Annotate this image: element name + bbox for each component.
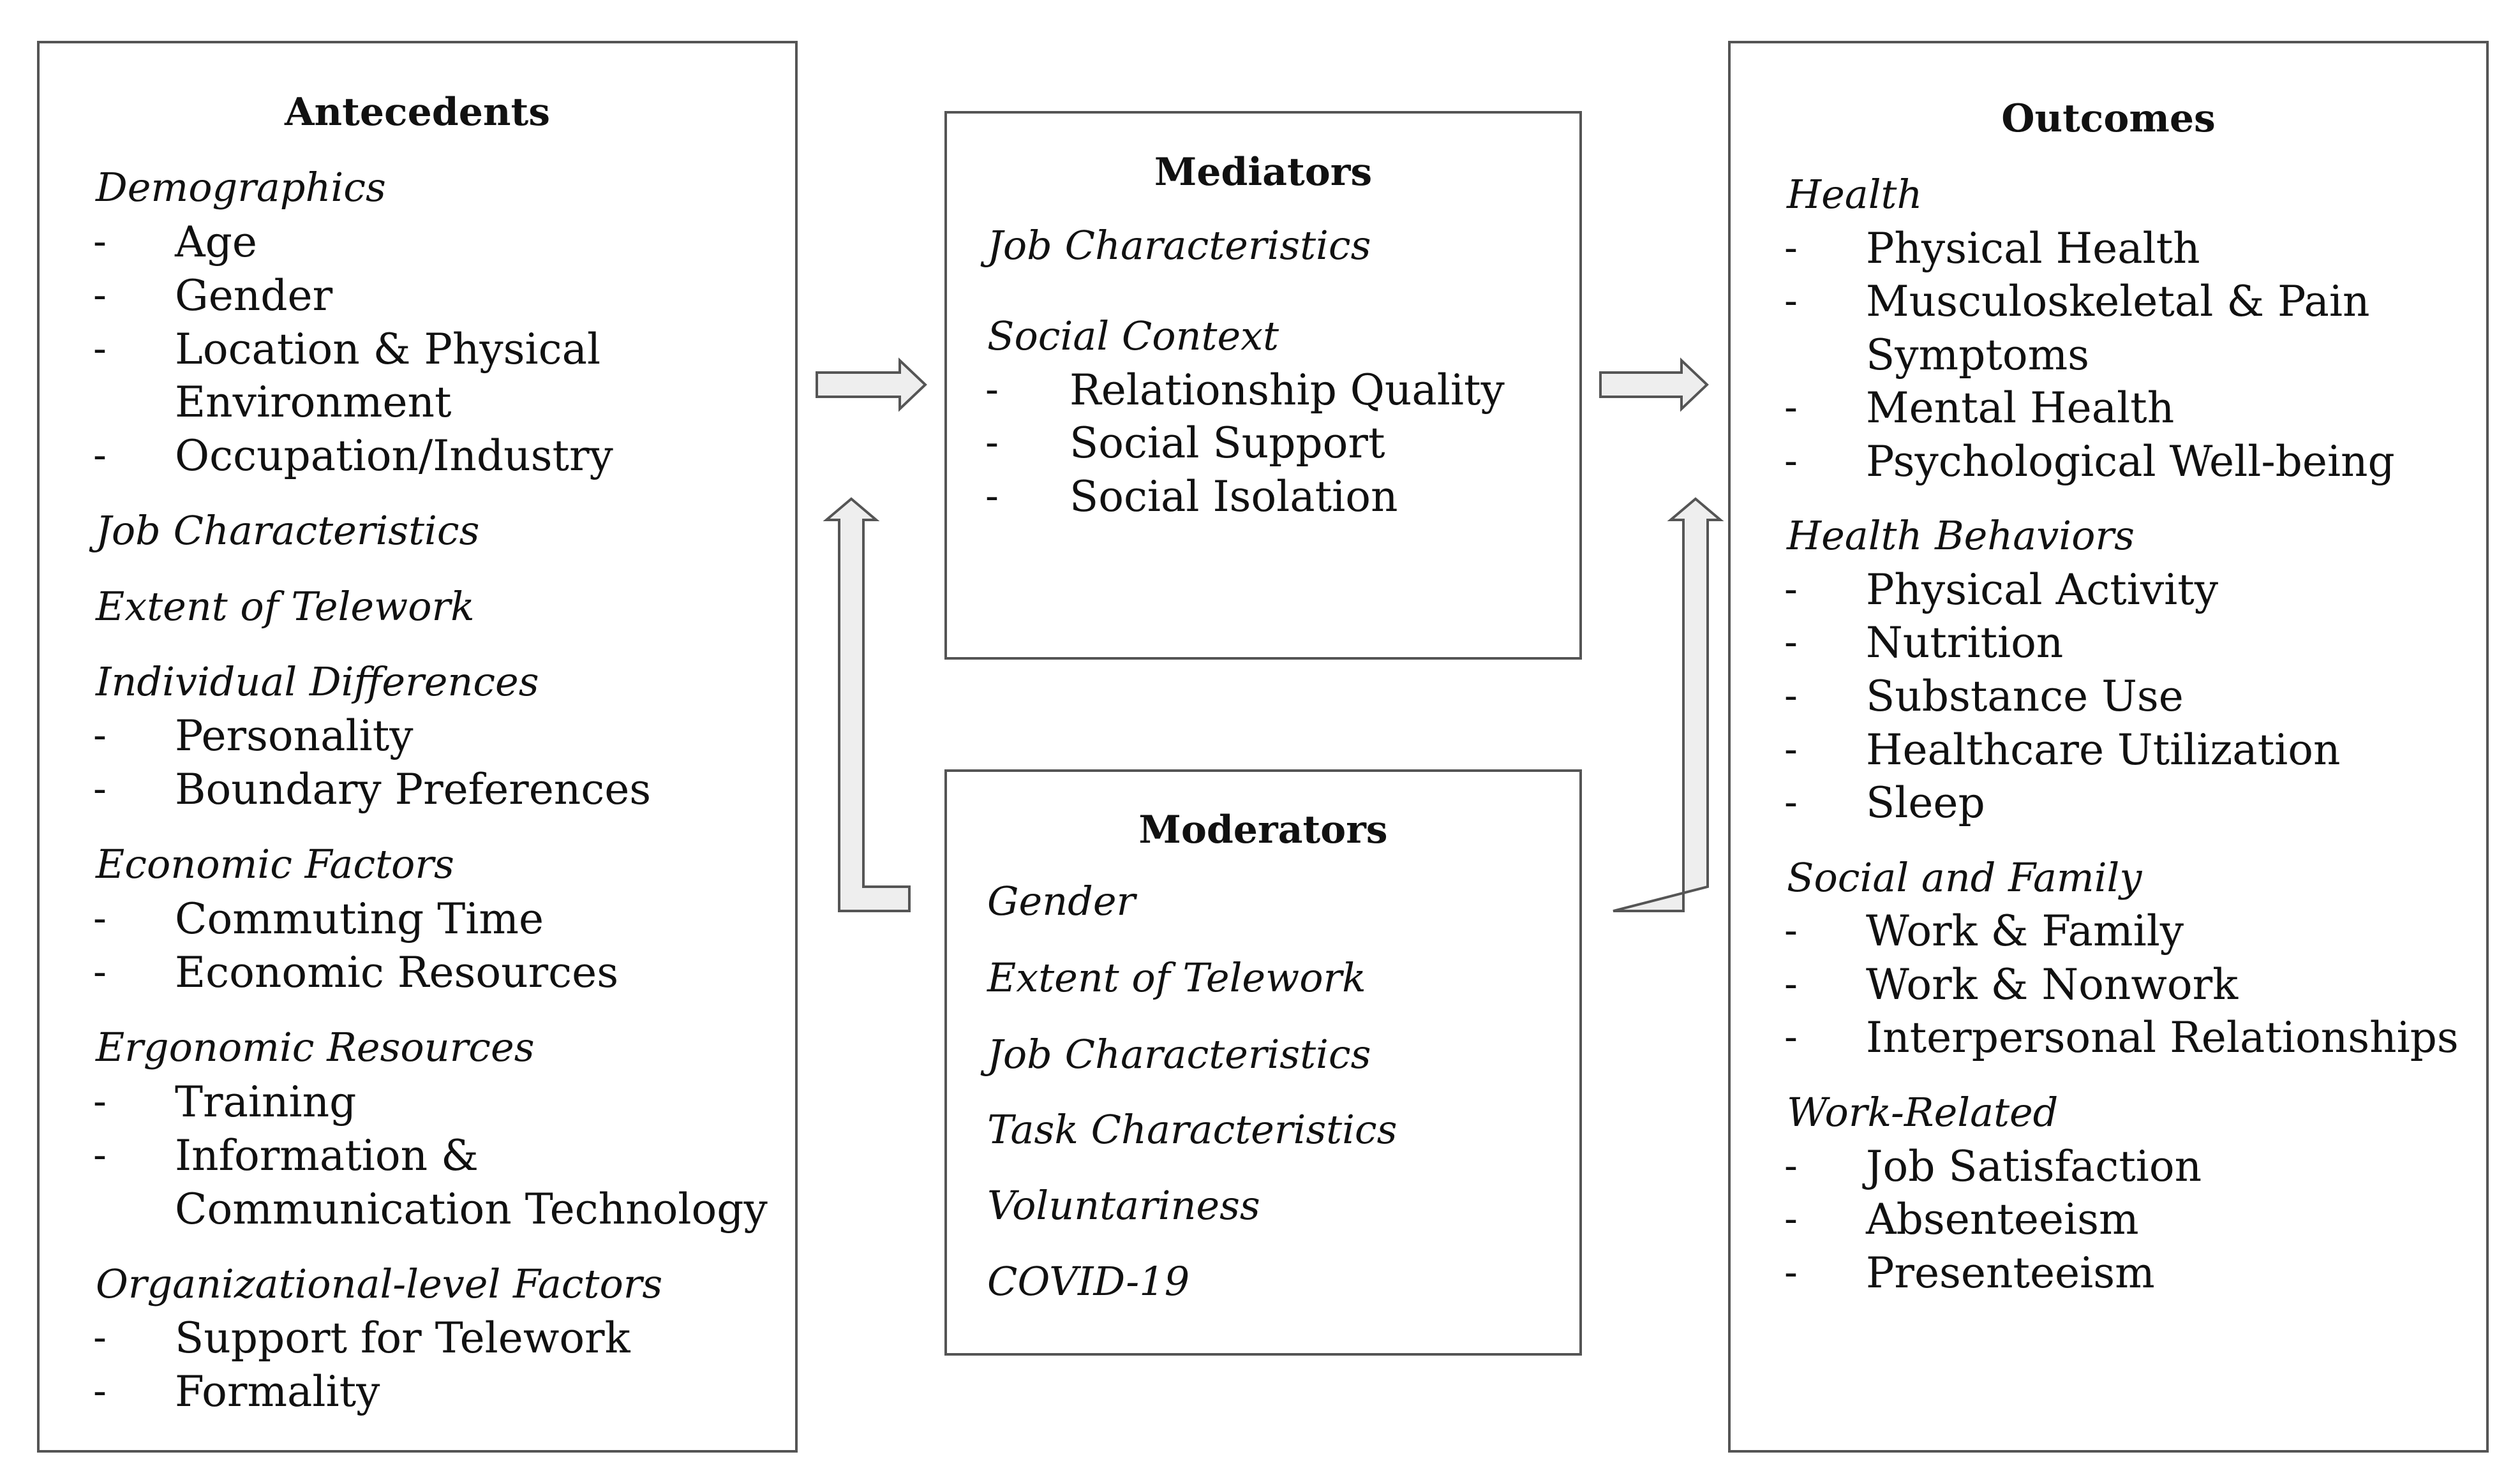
item-information: Information &: [175, 1131, 479, 1180]
outcomes-box: Outcomes Health - Physical Health - Musc…: [1728, 41, 2489, 1453]
category-social-context: Social Context: [987, 313, 1279, 359]
item-physical-activity: Physical Activity: [1866, 565, 2219, 614]
item-social-support: Social Support: [1070, 418, 1385, 468]
bullet-dash: -: [93, 1367, 107, 1414]
item-sleep: Sleep: [1866, 778, 1985, 827]
mediators-box: Mediators Job Characteristics Social Con…: [944, 111, 1582, 660]
arrow-mediators-to-outcomes: [1599, 357, 1709, 412]
bullet-dash: -: [93, 325, 107, 371]
antecedents-box: Antecedents Demographics - Age - Gender …: [37, 41, 798, 1453]
bullet-dash: -: [1784, 565, 1798, 612]
bullet-dash: -: [1784, 383, 1798, 430]
item-boundary-preferences: Boundary Preferences: [175, 765, 652, 814]
category-covid-19: COVID-19: [987, 1258, 1190, 1305]
item-healthcare-utilization: Healthcare Utilization: [1866, 725, 2341, 774]
bullet-dash: -: [93, 711, 107, 758]
bullet-dash: -: [93, 1077, 107, 1124]
arrow-moderator-to-right-path: [1613, 497, 1724, 912]
item-symptoms: Symptoms: [1866, 330, 2090, 380]
bullet-dash: -: [985, 418, 999, 465]
item-musculoskeletal: Musculoskeletal & Pain: [1866, 277, 2370, 326]
item-economic-resources: Economic Resources: [175, 948, 619, 997]
bullet-dash: -: [985, 366, 999, 412]
bullet-dash: -: [93, 1314, 107, 1360]
bullet-dash: -: [1784, 907, 1798, 953]
bullet-dash: -: [985, 472, 999, 519]
arrow-antecedents-to-mediators: [816, 357, 927, 412]
antecedents-title: Antecedents: [284, 90, 550, 135]
item-interpersonal-relationships: Interpersonal Relationships: [1866, 1013, 2459, 1062]
item-work-nonwork: Work & Nonwork: [1866, 960, 2239, 1009]
bullet-dash: -: [1784, 960, 1798, 1007]
bullet-dash: -: [1784, 224, 1798, 270]
category-task-characteristics: Task Characteristics: [987, 1106, 1398, 1153]
item-mental-health: Mental Health: [1866, 383, 2175, 433]
bullet-dash: -: [1784, 725, 1798, 772]
item-physical-health: Physical Health: [1866, 224, 2200, 273]
bullet-dash: -: [1784, 618, 1798, 665]
category-gender: Gender: [987, 878, 1136, 924]
bullet-dash: -: [1784, 778, 1798, 825]
bullet-dash: -: [1784, 1013, 1798, 1060]
bullet-dash: -: [1784, 277, 1798, 323]
bullet-dash: -: [93, 1131, 107, 1178]
category-economic-factors: Economic Factors: [96, 841, 454, 887]
category-job-characteristics: Job Characteristics: [96, 507, 480, 554]
bullet-dash: -: [1784, 1142, 1798, 1188]
item-training: Training: [175, 1077, 357, 1127]
item-communication-technology: Communication Technology: [175, 1185, 768, 1234]
category-health: Health: [1787, 171, 1923, 218]
item-psychological-well-being: Psychological Well-being: [1866, 437, 2395, 486]
item-gender: Gender: [175, 271, 333, 320]
bullet-dash: -: [93, 271, 107, 318]
item-support-for-telework: Support for Telework: [175, 1314, 630, 1363]
item-social-isolation: Social Isolation: [1070, 472, 1398, 521]
category-extent-of-telework: Extent of Telework: [96, 583, 475, 630]
item-personality: Personality: [175, 711, 414, 760]
outcomes-title: Outcomes: [2001, 96, 2216, 141]
category-job-characteristics: Job Characteristics: [987, 1031, 1371, 1077]
item-formality: Formality: [175, 1367, 380, 1416]
category-ergonomic-resources: Ergonomic Resources: [96, 1024, 535, 1070]
moderators-title: Moderators: [1138, 808, 1388, 852]
category-extent-of-telework: Extent of Telework: [987, 954, 1366, 1001]
moderators-box: Moderators Gender Extent of Telework Job…: [944, 769, 1582, 1356]
bullet-dash: -: [93, 218, 107, 264]
item-relationship-quality: Relationship Quality: [1070, 366, 1505, 415]
item-presenteeism: Presenteeism: [1866, 1248, 2155, 1298]
item-environment: Environment: [175, 378, 452, 427]
item-work-family: Work & Family: [1866, 907, 2184, 956]
bullet-dash: -: [1784, 672, 1798, 718]
item-age: Age: [175, 218, 257, 267]
item-job-satisfaction: Job Satisfaction: [1866, 1142, 2202, 1191]
item-substance-use: Substance Use: [1866, 672, 2184, 721]
item-nutrition: Nutrition: [1866, 618, 2064, 667]
bullet-dash: -: [93, 894, 107, 941]
bullet-dash: -: [1784, 437, 1798, 484]
mediators-title: Mediators: [1154, 150, 1373, 195]
item-occupation: Occupation/Industry: [175, 431, 613, 480]
bullet-dash: -: [93, 765, 107, 811]
category-health-behaviors: Health Behaviors: [1787, 512, 2135, 559]
category-work-related: Work-Related: [1787, 1089, 2059, 1136]
bullet-dash: -: [1784, 1248, 1798, 1295]
arrow-moderator-to-left-path: [823, 497, 911, 912]
category-voluntariness: Voluntariness: [987, 1182, 1260, 1229]
category-demographics: Demographics: [96, 164, 386, 211]
category-individual-differences: Individual Differences: [96, 658, 539, 705]
bullet-dash: -: [93, 948, 107, 995]
category-organizational-level-factors: Organizational-level Factors: [96, 1261, 663, 1307]
item-absenteeism: Absenteeism: [1866, 1195, 2139, 1244]
bullet-dash: -: [93, 431, 107, 478]
category-job-characteristics: Job Characteristics: [987, 222, 1371, 269]
item-commuting-time: Commuting Time: [175, 894, 544, 944]
bullet-dash: -: [1784, 1195, 1798, 1241]
item-location: Location & Physical: [175, 325, 601, 374]
category-social-and-family: Social and Family: [1787, 854, 2142, 901]
